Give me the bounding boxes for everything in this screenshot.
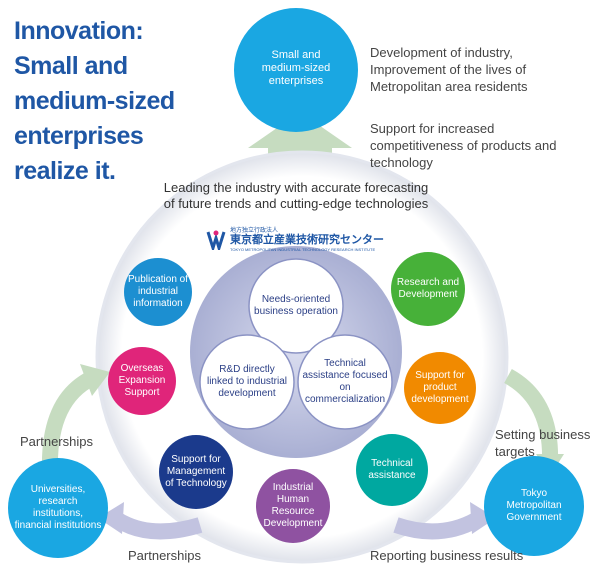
edge-partnerships-left: Partnerships xyxy=(20,434,93,449)
service-rnd: Research and Development xyxy=(396,277,460,300)
right-node-circle xyxy=(484,456,584,556)
core-circle-top xyxy=(248,258,344,354)
note-support: Support for increased competitiveness of… xyxy=(370,121,557,170)
service-overseas: Overseas Expansion Support xyxy=(118,363,166,398)
top-node-label: Small and medium-sized enterprises xyxy=(261,48,331,87)
headline-line: realize it. xyxy=(14,157,116,185)
headline-line: Small and xyxy=(14,52,128,80)
org-logo: 地方独立行政法人 東京都立産業技術研究センター TOKYO METROPOLIT… xyxy=(206,228,406,254)
service-technical-assistance: Technical assistance xyxy=(368,458,416,481)
service-publication: Publication of industrial information xyxy=(127,274,189,309)
left-node-label: Universities, research institutions, fin… xyxy=(14,484,102,531)
service-circle-1 xyxy=(391,252,465,326)
core-label-needs: Needs-oriented business operation xyxy=(254,294,338,317)
edge-reporting: Reporting business results xyxy=(370,548,524,563)
edge-setting-targets: Setting business targets xyxy=(495,427,591,459)
edge-partnerships-bottom: Partnerships xyxy=(128,548,201,563)
core-label-rnd: R&D directly linked to industrial develo… xyxy=(206,364,288,399)
bottom-right-arrow xyxy=(393,512,480,540)
right-curve-arrow xyxy=(503,368,559,463)
service-circle-2 xyxy=(108,347,176,415)
center-caption: Leading the industry with accurate forec… xyxy=(163,180,429,211)
right-node-label: Tokyo Metropolitan Government xyxy=(506,488,562,523)
headline-line: medium-sized xyxy=(14,87,175,115)
core-label-technical: Technical assistance focused on commerci… xyxy=(302,358,388,405)
headline: Innovation: Small and medium-sized enter… xyxy=(14,14,214,189)
org-logo-english: TOKYO METROPOLITAN INDUSTRIAL TECHNOLOGY… xyxy=(230,247,376,252)
service-circle-0 xyxy=(124,258,192,326)
service-hr-development: Industrial Human Resource Development xyxy=(263,482,323,529)
org-logo-icon xyxy=(206,230,226,254)
org-logo-name: 東京都立産業技術研究センター xyxy=(230,234,384,246)
bottom-left-arrow xyxy=(113,513,203,540)
core-circle-left xyxy=(199,334,295,430)
service-management: Support for Management of Technology xyxy=(165,454,227,489)
top-node-circle xyxy=(234,8,358,132)
org-logo-small: 地方独立行政法人 xyxy=(230,228,279,234)
core-circle-right xyxy=(297,334,393,430)
headline-line: Innovation: xyxy=(14,17,144,45)
left-curve-arrow xyxy=(41,370,96,471)
note-development: Development of industry, Improvement of … xyxy=(370,45,528,94)
headline-line: enterprises xyxy=(14,122,144,150)
service-circle-6 xyxy=(256,469,330,543)
service-product: Support for product development xyxy=(411,370,469,405)
service-circle-5 xyxy=(356,434,428,506)
left-node-circle xyxy=(8,458,108,558)
service-circle-4 xyxy=(159,435,233,509)
service-circle-3 xyxy=(404,352,476,424)
